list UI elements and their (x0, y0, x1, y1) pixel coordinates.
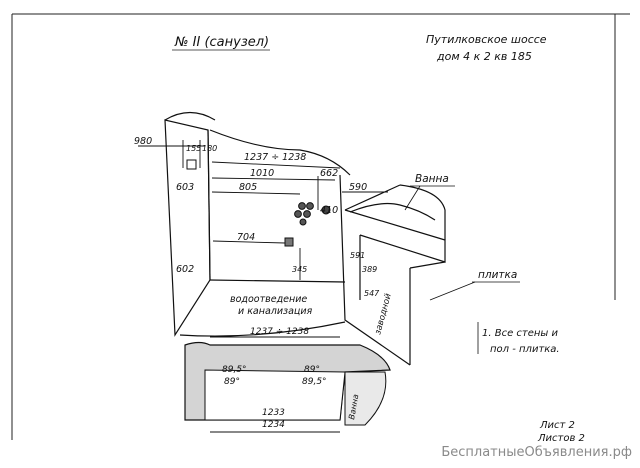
room-perspective (164, 111, 446, 366)
dim-389: 389 (362, 265, 377, 274)
dim-547: 547 (364, 289, 380, 298)
plan-bottom2: 1234 (262, 420, 285, 430)
dim-155: 155 (186, 144, 201, 153)
angle-tr1: 89° (304, 365, 320, 375)
plan-bottom1: 1233 (262, 408, 285, 418)
label-closed: заводной (373, 292, 394, 336)
sheet-frame (11, 13, 630, 440)
dimension-texts: 980 1237 ÷ 1238 1010 662 805 590 410 704… (134, 136, 380, 298)
watermark: БесплатныеОбъявления.рф (441, 445, 632, 460)
note-line2: пол - плитка. (490, 344, 560, 355)
angle-tr2: 89,5° (302, 377, 327, 387)
floor-plan: 1237 ÷ 1238 89,5° 89° 89° 89,5° 1233 123… (184, 327, 391, 433)
angle-tl1: 89,5° (222, 365, 247, 375)
dim-662: 662 (320, 168, 338, 179)
sheet-number: Лист 2 (539, 420, 575, 431)
label-bath-plan: Ванна (347, 393, 360, 420)
dim-345: 345 (292, 265, 307, 274)
dim-602: 602 (176, 264, 194, 275)
angle-tl2: 89° (224, 377, 240, 387)
address-line1: Путилковское шоссе (426, 33, 547, 46)
dim-591: 591 (350, 251, 365, 260)
note-block: 1. Все стены и пол - плитка. (477, 322, 560, 355)
note-line1: 1. Все стены и (482, 328, 558, 339)
label-water-2: и канализация (238, 306, 313, 317)
address-line2: дом 4 к 2 кв 185 (436, 50, 532, 63)
dim-180: 180 (202, 144, 217, 153)
label-tile: плитка (478, 269, 517, 281)
dim-980: 980 (134, 136, 152, 147)
dim-603: 603 (176, 182, 194, 193)
dim-410: 410 (320, 205, 338, 216)
label-water-1: водоотведение (230, 294, 307, 305)
label-bath: Ванна (415, 173, 449, 185)
pipe-outlets (186, 159, 331, 247)
dim-590: 590 (349, 182, 367, 193)
plan-top-dim: 1237 ÷ 1238 (250, 327, 309, 337)
dim-704: 704 (237, 232, 255, 243)
sheet-title: № II (санузел) (174, 35, 269, 50)
sheets-total: Листов 2 (537, 433, 585, 444)
dim-1237-1238-top: 1237 ÷ 1238 (244, 152, 306, 163)
dim-1010: 1010 (250, 168, 274, 179)
dimension-lines (138, 140, 388, 280)
dim-805: 805 (239, 182, 257, 193)
